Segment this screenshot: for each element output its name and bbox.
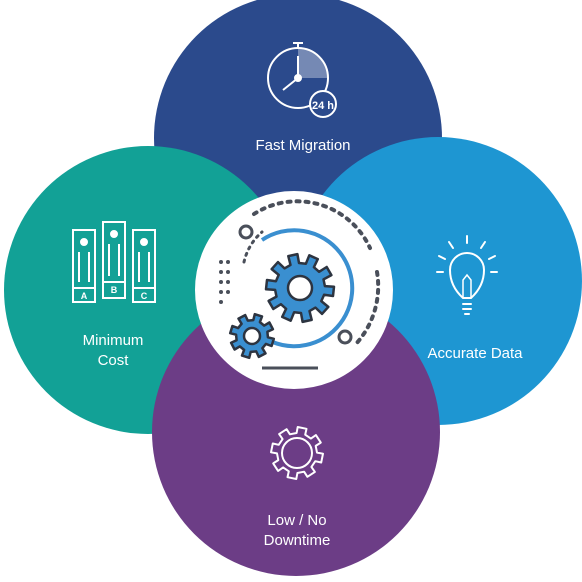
clock-badge-text: 24 h xyxy=(312,100,334,112)
rack-label-b: B xyxy=(111,285,118,295)
label-low-downtime-line1: Low / No xyxy=(267,512,327,529)
rack-label-c: C xyxy=(141,291,148,301)
label-low-downtime-line2: Downtime xyxy=(263,532,331,549)
clock-24h-icon xyxy=(267,42,337,118)
label-accurate-data: Accurate Data xyxy=(427,345,523,362)
label-low-downtime: Low / No Downtime xyxy=(222,511,372,551)
label-minimum-cost-line2: Cost xyxy=(97,352,129,369)
server-racks-icon xyxy=(72,221,156,303)
label-minimum-cost-line1: Minimum xyxy=(82,332,144,349)
label-minimum-cost: Minimum Cost xyxy=(38,331,188,371)
gears-icon xyxy=(219,199,381,370)
rack-label-a: A xyxy=(81,291,88,301)
gear-outline-icon xyxy=(270,426,324,480)
label-fast-migration: Fast Migration xyxy=(255,137,351,154)
lightbulb-icon xyxy=(436,235,498,315)
